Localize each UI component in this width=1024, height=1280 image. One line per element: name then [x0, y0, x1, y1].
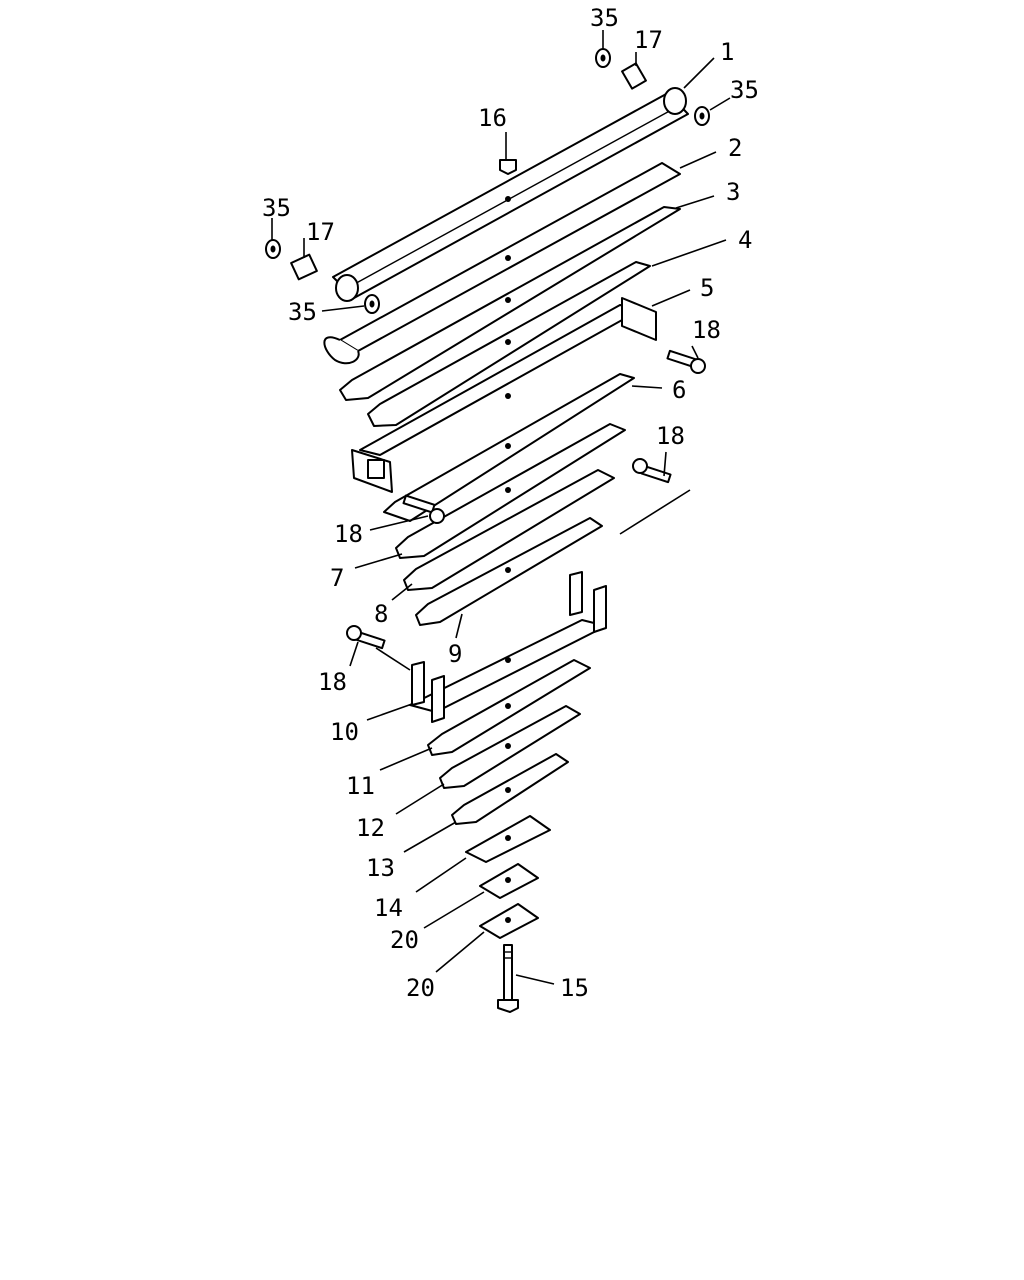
callout-7: 7 [330, 564, 344, 592]
washer-35-top [595, 48, 611, 68]
leaf-1-main-leaf [332, 87, 689, 302]
callout-6: 6 [672, 376, 686, 404]
bushing-17-lower [290, 253, 318, 281]
leaf-2 [323, 162, 681, 365]
washer-35-middle [364, 294, 380, 314]
leaf-12 [439, 705, 581, 789]
callout-13: 13 [366, 854, 395, 882]
callout-15: 15 [560, 974, 589, 1002]
callout-14: 14 [374, 894, 403, 922]
leaf-9 [415, 517, 603, 626]
callout-35-middle: 35 [288, 298, 317, 326]
rebound-clip-5 [351, 297, 657, 493]
plate-20-upper [479, 863, 539, 899]
callout-18-right-lower: 18 [656, 422, 685, 450]
callout-8: 8 [374, 600, 388, 628]
center-bolt-15 [497, 944, 519, 1013]
washer-35-left [265, 239, 281, 259]
leader-lines [271, 30, 731, 985]
bolt-18-right-upper [666, 349, 706, 374]
callout-12: 12 [356, 814, 385, 842]
center-nut-16 [499, 159, 517, 175]
callout-labels: 35 17 1 35 16 2 3 4 5 18 6 18 35 17 35 1… [262, 4, 759, 1002]
callout-18-left-upper: 18 [334, 520, 363, 548]
callout-2: 2 [728, 134, 742, 162]
bolt-18-left-upper [402, 494, 445, 524]
rebound-clip-10 [409, 571, 607, 723]
callout-18-left-lower: 18 [318, 668, 347, 696]
callout-35-left: 35 [262, 194, 291, 222]
callout-5: 5 [700, 274, 714, 302]
bolt-18-left-lower [346, 625, 386, 650]
callout-3: 3 [726, 178, 740, 206]
bolt-18-right-lower [632, 458, 672, 484]
callout-17-upper: 17 [634, 26, 663, 54]
callout-20-upper: 20 [390, 926, 419, 954]
leaf-8 [403, 469, 615, 591]
callout-9: 9 [448, 640, 462, 668]
callout-1: 1 [720, 38, 734, 66]
bushing-17-upper [621, 62, 647, 90]
callout-11: 11 [346, 772, 375, 800]
callout-17-lower: 17 [306, 218, 335, 246]
callout-35-top: 35 [590, 4, 619, 32]
callout-35-right: 35 [730, 76, 759, 104]
leaf-4 [367, 261, 651, 427]
callout-18-right-upper: 18 [692, 316, 721, 344]
leaf-13 [451, 753, 569, 825]
callout-20-lower: 20 [406, 974, 435, 1002]
callout-10: 10 [330, 718, 359, 746]
washer-35-right [694, 106, 710, 126]
callout-4: 4 [738, 226, 752, 254]
leaf-3 [339, 206, 681, 401]
leaf-11 [427, 659, 591, 756]
spacer-plate-14 [465, 815, 551, 863]
callout-16: 16 [478, 104, 507, 132]
plate-20-lower [479, 903, 539, 939]
